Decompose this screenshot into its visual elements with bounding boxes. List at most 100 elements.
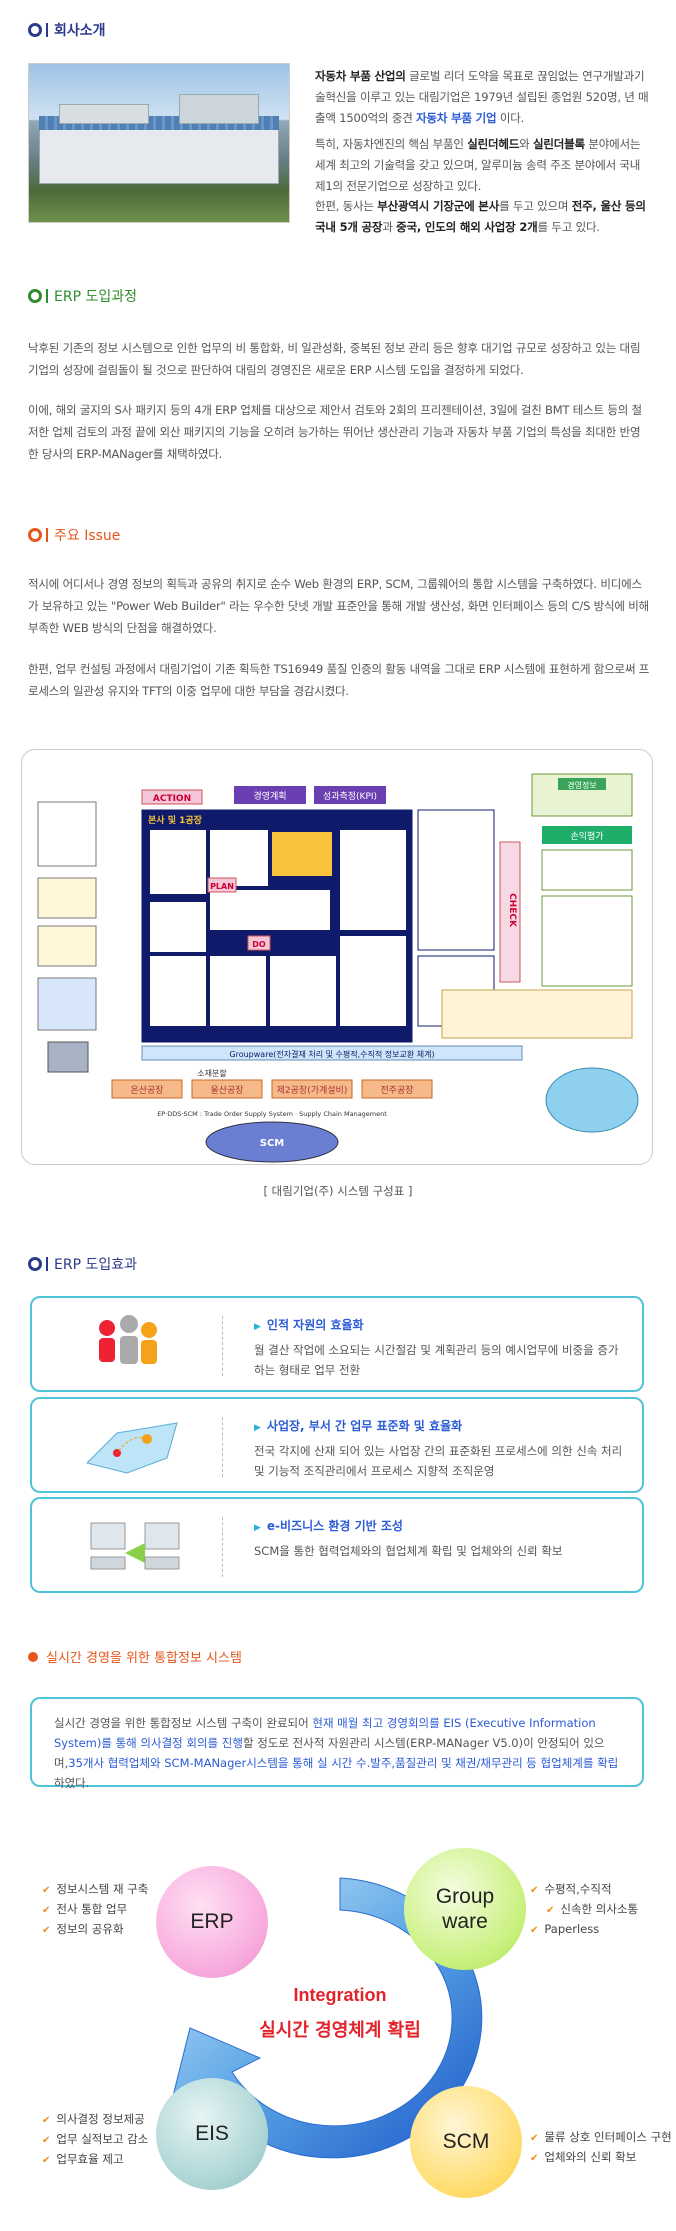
plant-label: 제2공장(가계설비) xyxy=(277,1084,348,1096)
list-item: 업체와의 신뢰 확보 xyxy=(530,2148,672,2168)
module-box xyxy=(417,809,495,951)
scm-label: SCM xyxy=(260,1138,285,1149)
factory-photo xyxy=(28,63,290,223)
scm-points: 물류 상호 인터페이스 구현 업체와의 신뢰 확보 xyxy=(530,2128,672,2168)
list-item: Paperless xyxy=(530,1920,638,1940)
groupware-circle: Group ware xyxy=(404,1848,526,1970)
groupware-label: Groupware(전자결재 처리 및 수평적,수직적 정보교환 체계) xyxy=(229,1049,434,1059)
section-effects-heading: ERP 도입효과 xyxy=(28,1254,137,1274)
plant-label: 울산공장 xyxy=(210,1085,243,1096)
monitor-icon xyxy=(47,1041,89,1073)
left-box xyxy=(37,925,97,967)
integration-subtitle: 실시간 경영체계 확립 xyxy=(259,2020,421,2041)
list-item: 수평적,수직적 xyxy=(530,1880,638,1900)
module-box xyxy=(150,956,206,1026)
ring-icon xyxy=(28,1257,42,1271)
computers-icon xyxy=(90,1522,180,1570)
realtime-box: 실시간 경영을 위한 통합정보 시스템 구축이 완료되어 현재 매월 최고 경영… xyxy=(30,1697,644,1790)
scm-ellipse xyxy=(205,1121,339,1163)
eval-box xyxy=(541,895,633,987)
factory-building xyxy=(39,124,279,184)
kpi-tag xyxy=(314,786,386,804)
plan-tag xyxy=(207,877,237,893)
module-box xyxy=(210,830,268,886)
strategy-label: 경영계획 xyxy=(253,790,286,802)
plant-box xyxy=(271,1079,353,1099)
people-icon xyxy=(99,1315,157,1364)
section-realtime-heading: 실시간 경영을 위한 통합정보 시스템 xyxy=(28,1647,242,1666)
do-label: DO xyxy=(252,940,266,949)
module-box xyxy=(210,890,330,930)
world-map-icon xyxy=(86,1422,178,1474)
list-item: 업무효율 제고 xyxy=(42,2150,148,2170)
globe-icon xyxy=(545,1067,639,1133)
effect-desc: 전국 각지에 산재 되어 있는 사업장 간의 표준화된 프로세스에 의한 신속 … xyxy=(254,1444,623,1478)
erp-points: 정보시스템 재 구축 전사 통합 업무 정보의 공유화 xyxy=(42,1880,148,1940)
info-box xyxy=(441,989,633,1039)
dashboard-label: 경영정보 xyxy=(567,780,596,790)
left-box xyxy=(37,877,97,919)
issue-para-1: 적시에 어디서나 경영 정보의 획득과 공유의 취지로 순수 Web 환경의 E… xyxy=(28,577,649,635)
list-item: 의사결정 정보제공 xyxy=(42,2110,148,2130)
dashboard-tag xyxy=(558,778,606,790)
list-item: 전사 통합 업무 xyxy=(42,1900,148,1920)
bar-icon xyxy=(46,289,48,303)
section-company-heading: 회사소개 xyxy=(28,20,106,40)
effect-card-2: 사업장, 부서 간 업무 표준화 및 효율화 전국 각지에 산재 되어 있는 사… xyxy=(30,1397,644,1493)
left-box xyxy=(37,977,97,1031)
eval-label: 손익평가 xyxy=(570,830,603,842)
company-para-3: 한편, 동사는 부산광역시 기장군에 본사를 두고 있으며 전주, 울산 등의 … xyxy=(315,199,646,234)
ring-icon xyxy=(28,289,42,303)
erp-circle: ERP xyxy=(156,1866,268,1978)
check-label: CHECK xyxy=(507,893,517,928)
effect-desc: 월 결산 작업에 소요되는 시간절감 및 계획관리 등의 예시업무에 비중을 증… xyxy=(254,1343,619,1377)
section-erp-intro-heading: ERP 도입과정 xyxy=(28,286,137,306)
module-box xyxy=(272,832,332,876)
groupware-points: 수평적,수직적 신속한 의사소통 Paperless xyxy=(530,1880,638,1940)
plant-box xyxy=(361,1079,433,1099)
effect-card-1: 인적 자원의 효율화 월 결산 작업에 소요되는 시간절감 및 계획관리 등의 … xyxy=(30,1296,644,1392)
integration-title: Integration xyxy=(294,1985,387,2005)
bar-icon xyxy=(46,23,48,37)
plant-box xyxy=(111,1079,183,1099)
module-box xyxy=(150,830,206,894)
effect-card-3: e-비즈니스 환경 기반 조성 SCM을 통한 협력업체와의 협업체계 확립 및… xyxy=(30,1497,644,1593)
module-box xyxy=(340,936,406,1026)
card-divider xyxy=(222,1517,223,1577)
company-para-1: 자동차 부품 산업의 글로벌 리더 도약을 목표로 끊임없는 연구개발과기술혁신… xyxy=(315,69,649,125)
erp-intro-para-1: 낙후된 기존의 정보 시스템으로 인한 업무의 비 통합화, 비 일관성화, 중… xyxy=(28,341,641,377)
bar-icon xyxy=(46,528,48,542)
card-divider xyxy=(222,1316,223,1376)
branch-label: 소재분할 xyxy=(197,1068,227,1078)
hq-label: 본사 및 1공장 xyxy=(148,814,203,826)
action-tag xyxy=(141,789,203,805)
erp-intro-para-2: 이에, 해외 굴지의 S사 패키지 등의 4개 ERP 업체를 대상으로 제안서… xyxy=(28,403,642,461)
issue-para-2: 한편, 업무 컨설팅 과정에서 대림기업이 기존 획득한 TS16949 품질 … xyxy=(28,662,650,698)
list-item: 정보시스템 재 구축 xyxy=(42,1880,148,1900)
plant-label: 전주공장 xyxy=(380,1085,413,1096)
factory-annex xyxy=(59,104,149,124)
kpi-label: 성과측정(KPI) xyxy=(323,791,377,802)
eis-circle: EIS xyxy=(156,2078,268,2190)
dot-icon xyxy=(28,1651,38,1662)
eis-points: 의사결정 정보제공 업무 실적보고 감소 업무효율 제고 xyxy=(42,2110,148,2170)
ring-icon xyxy=(28,23,42,37)
list-item: 업무 실적보고 감소 xyxy=(42,2130,148,2150)
factory-annex xyxy=(179,94,259,124)
plan-label: PLAN xyxy=(210,882,234,891)
list-item: 물류 상호 인터페이스 구현 xyxy=(530,2128,671,2148)
eval-box xyxy=(541,849,633,891)
check-tag xyxy=(499,841,521,983)
list-item: 정보의 공유화 xyxy=(42,1920,148,1940)
groupware-bar xyxy=(141,1045,523,1061)
system-diagram: ACTION PLAN DO 경영계획 성과측정(KPI) 본사 및 1공장 C… xyxy=(21,749,653,1165)
effect-title: 인적 자원의 효율화 xyxy=(254,1316,364,1333)
effect-desc: SCM을 통한 협력업체와의 협업체계 확립 및 업체와의 신뢰 확보 xyxy=(254,1544,563,1558)
eval-tag xyxy=(542,826,632,844)
company-para-2: 특히, 자동차엔진의 핵심 부품인 실린더헤드와 실린더블록 분야에서는 세계 … xyxy=(315,137,641,193)
module-box xyxy=(340,830,406,930)
effect-title: e-비즈니스 환경 기반 조성 xyxy=(254,1517,403,1534)
do-tag xyxy=(247,935,271,951)
diagram-caption: [ 대림기업(주) 시스템 구성표 ] xyxy=(263,1184,413,1198)
plant-box xyxy=(191,1079,263,1099)
